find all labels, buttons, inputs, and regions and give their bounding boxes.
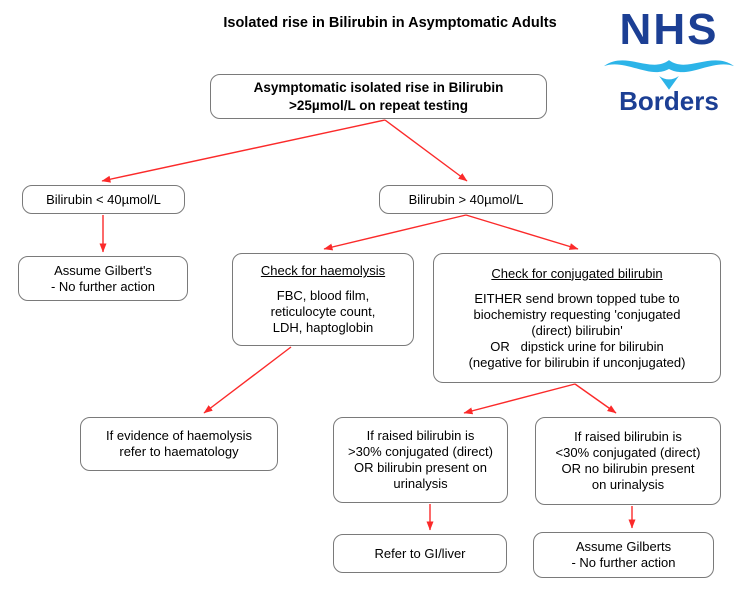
node-line: >25µmol/L on repeat testing	[289, 97, 468, 113]
node-line: biochemistry requesting 'conjugated	[473, 306, 681, 322]
node-line: Assume Gilbert's	[54, 262, 152, 278]
node-conjugated-under-30: If raised bilirubin is <30% conjugated (…	[535, 417, 721, 505]
node-start: Asymptomatic isolated rise in Bilirubin …	[210, 74, 547, 119]
node-line: If raised bilirubin is	[574, 429, 682, 444]
node-heading: Check for haemolysis	[260, 263, 386, 278]
arrow-high-to-conjugated	[465, 214, 579, 250]
node-line: Bilirubin < 40µmol/L	[46, 191, 161, 207]
arrow-start-to-high	[384, 119, 468, 182]
arrow-conjugated-to-under30	[574, 383, 617, 414]
node-line: on urinalysis	[591, 477, 665, 492]
node-line: OR dipstick urine for bilirubin	[490, 338, 664, 354]
node-line: If raised bilirubin is	[366, 428, 475, 443]
nhs-logo-text: NHS	[619, 5, 719, 54]
node-check-haemolysis: Check for haemolysis FBC, blood film, re…	[232, 253, 414, 346]
node-line: - No further action	[50, 278, 156, 294]
node-line: (direct) bilirubin'	[531, 322, 623, 338]
node-line: >30% conjugated (direct)	[348, 444, 493, 459]
node-line: Refer to GI/liver	[374, 545, 466, 561]
node-refer-haematology: If evidence of haemolysis refer to haema…	[80, 417, 278, 471]
node-line: LDH, haptoglobin	[272, 320, 374, 335]
page-title: Isolated rise in Bilirubin in Asymptomat…	[223, 15, 557, 31]
node-line: Assume Gilberts	[575, 539, 672, 554]
node-line: reticulocyte count,	[270, 304, 376, 319]
node-assume-gilberts: Assume Gilbert's - No further action	[18, 256, 188, 301]
node-refer-gi-liver: Refer to GI/liver	[333, 534, 507, 573]
nhs-borders-logo: NHS Borders	[595, 8, 743, 114]
node-bilirubin-low: Bilirubin < 40µmol/L	[22, 185, 185, 214]
arrow-start-to-low	[101, 119, 386, 183]
node-bilirubin-high: Bilirubin > 40µmol/L	[379, 185, 553, 214]
node-line: FBC, blood film,	[276, 288, 370, 303]
node-line: EITHER send brown topped tube to	[474, 290, 680, 306]
arrow-high-to-haemolysis	[323, 214, 467, 251]
node-line: Bilirubin > 40µmol/L	[408, 191, 524, 207]
node-line: urinalysis	[393, 476, 448, 491]
node-line: Asymptomatic isolated rise in Bilirubin	[253, 79, 504, 95]
node-heading: Check for conjugated bilirubin	[491, 265, 663, 281]
node-line: OR no bilirubin present	[561, 461, 695, 476]
node-assume-gilberts-final: Assume Gilberts - No further action	[533, 532, 714, 578]
node-check-conjugated: Check for conjugated bilirubin EITHER se…	[433, 253, 721, 383]
nhs-swoosh-icon	[603, 60, 735, 90]
node-line: (negative for bilirubin if unconjugated)	[468, 354, 686, 370]
arrow-haemolysis-to-haematology	[203, 346, 292, 414]
node-line: refer to haematology	[119, 444, 239, 459]
nhs-region-text: Borders	[619, 86, 719, 116]
node-line: If evidence of haemolysis	[106, 428, 252, 443]
arrow-conjugated-to-over30	[463, 383, 576, 415]
node-line: - No further action	[571, 555, 676, 570]
node-conjugated-over-30: If raised bilirubin is >30% conjugated (…	[333, 417, 508, 503]
node-line: <30% conjugated (direct)	[555, 445, 701, 460]
node-line: OR bilirubin present on	[354, 460, 487, 475]
